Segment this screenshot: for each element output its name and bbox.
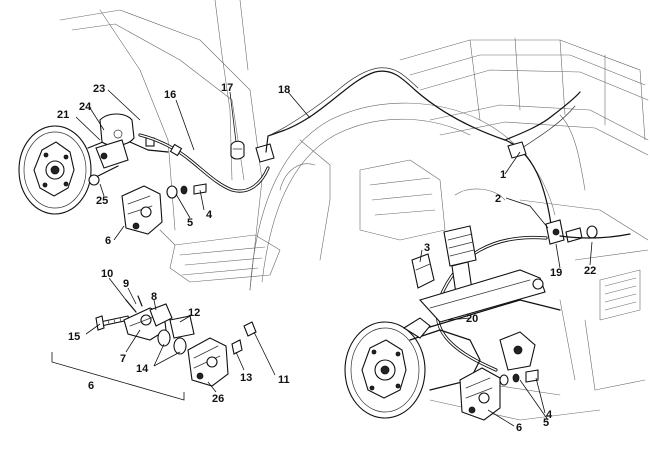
front-caliper-left <box>121 183 207 235</box>
callout-leaders <box>75 89 593 427</box>
callout-23: 23 <box>93 83 105 95</box>
callout-13: 13 <box>240 372 252 384</box>
callout-6: 6 <box>105 235 111 247</box>
callout-9: 9 <box>123 278 129 290</box>
callout-18: 18 <box>278 84 290 96</box>
callout-6: 6 <box>516 422 522 434</box>
callout-24: 24 <box>79 101 92 113</box>
callout-17: 17 <box>221 82 233 94</box>
front-brake-disc-hub <box>18 125 109 215</box>
callout-3: 3 <box>424 242 430 254</box>
callout-1: 1 <box>500 169 506 181</box>
callout-4: 4 <box>206 209 213 221</box>
rear-caliper <box>459 367 539 421</box>
callout-4: 4 <box>546 409 553 421</box>
callout-2: 2 <box>495 193 501 205</box>
rear-shock-absorber <box>443 225 477 295</box>
front-master-cylinder <box>88 113 169 186</box>
callout-21: 21 <box>57 109 69 121</box>
brake-line-clip <box>230 140 245 160</box>
callout-15: 15 <box>68 331 80 343</box>
callout-6: 6 <box>88 380 94 392</box>
callout-8: 8 <box>151 291 157 303</box>
callout-labels: 1 2 3 4 4 5 5 6 6 6 7 8 9 10 11 12 13 14… <box>57 82 596 434</box>
callout-7: 7 <box>120 353 126 365</box>
callout-19: 19 <box>550 267 562 279</box>
callout-20: 20 <box>466 313 478 325</box>
rear-brake-disc-hub <box>344 317 481 419</box>
callout-5: 5 <box>187 217 193 229</box>
callout-26: 26 <box>212 393 224 405</box>
callout-22: 22 <box>584 265 596 277</box>
vehicle-frame-background <box>59 0 649 421</box>
callout-11: 11 <box>278 374 290 386</box>
rear-tee-junction <box>545 219 631 245</box>
callout-5: 5 <box>543 417 549 429</box>
callout-10: 10 <box>101 268 113 280</box>
rear-bumper-block <box>411 253 435 289</box>
callout-14: 14 <box>136 363 149 375</box>
callout-25: 25 <box>96 195 108 207</box>
callout-16: 16 <box>164 89 176 101</box>
rear-swing-arm <box>419 269 561 371</box>
exploded-caliper-parts <box>51 295 257 401</box>
callout-12: 12 <box>188 307 200 319</box>
